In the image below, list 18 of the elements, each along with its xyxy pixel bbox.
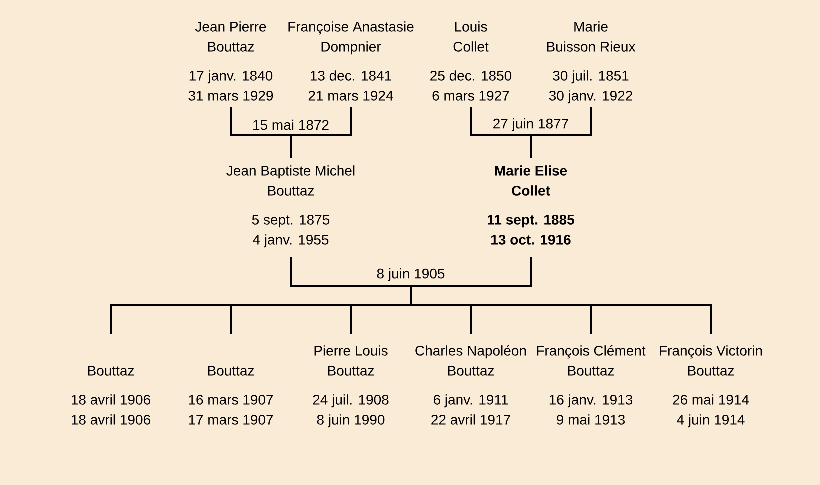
family-connector [470, 107, 592, 158]
edge-label: 8 juin 1905 [375, 267, 447, 283]
person-label: François Clément Bouttaz 16 janv. 1913 9 mai 1913 [537, 345, 646, 425]
edge-label: 15 mai 1872 [251, 118, 331, 132]
person-label: Françoise Anastasie Dompnier 13 dec. 1841 21 mars 1924 [288, 22, 414, 101]
person-label: Marie Elise Collet 11 sept. 1885 13 oct. 1916 [488, 166, 574, 245]
person-label: Charles Napoléon Bouttaz 6 janv. 1911 22 avril 1917 [416, 345, 526, 425]
person-label: Pierre Louis Bouttaz 24 juil. 1908 8 juin 1990 [313, 346, 389, 428]
family-connector [110, 257, 712, 334]
person-label: Jean Baptiste Michel Bouttaz 5 sept. 1875 4 janv. 1955 [226, 166, 355, 248]
person-label: Jean Pierre Bouttaz 17 janv. 1840 31 mars 1929 [188, 22, 274, 101]
person-label: Bouttaz 16 mars 1907 17 mars 1907 [189, 366, 274, 425]
person-label: Bouttaz 18 avril 1906 18 avril 1906 [72, 366, 150, 425]
person-label: Marie Buisson Rieux 30 juil. 1851 30 janv. 1922 [547, 22, 636, 104]
edge-label: 27 juin 1877 [492, 117, 570, 133]
person-label: Louis Collet 25 dec. 1850 6 mars 1927 [430, 22, 512, 101]
person-label: François Victorin Bouttaz 26 mai 1914 4 juin 1914 [660, 346, 762, 428]
family-connector [230, 107, 352, 158]
